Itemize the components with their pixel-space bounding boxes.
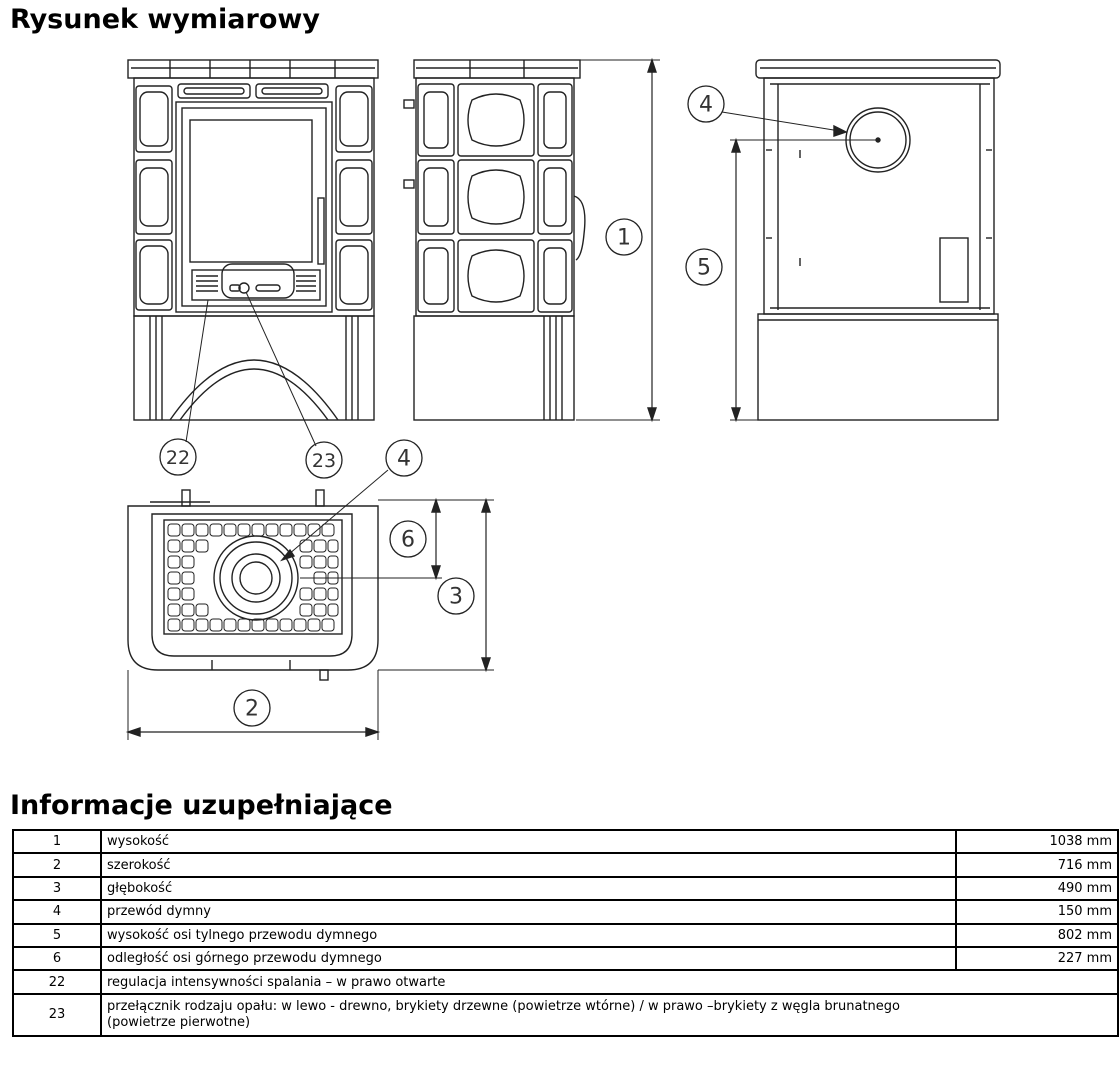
front-view [127, 59, 379, 421]
table-row: 22 regulacja intensywności spalania – w … [12, 969, 1119, 995]
callout-circle-6 [389, 520, 427, 558]
row-number: 23 [12, 992, 102, 1037]
row-description: odległość osi górnego przewodu dymnego [100, 945, 957, 972]
side-view [403, 57, 660, 423]
row-number: 6 [12, 945, 102, 972]
row-value: 150 mm [955, 899, 1119, 925]
drawing-heading: Rysunek wymiarowy [10, 4, 320, 35]
table-row: 6 odległość osi górnego przewodu dymnego… [12, 945, 1119, 972]
row-value: 1038 mm [955, 828, 1119, 855]
row-description: przełącznik rodzaju opału: w lewo - drew… [100, 992, 1119, 1037]
callout-circle-2 [233, 689, 271, 727]
top-view [125, 291, 494, 740]
callout-circle-1 [605, 218, 643, 256]
row-number: 5 [12, 922, 102, 948]
callout-circle-5 [685, 248, 723, 286]
row-number: 4 [12, 899, 102, 925]
row-value: 490 mm [955, 875, 1119, 902]
table-row: 23 przełącznik rodzaju opału: w lewo - d… [12, 992, 1119, 1037]
row-description: wysokość [100, 828, 957, 855]
callout-22: 22 [166, 447, 190, 469]
callouts [159, 85, 725, 727]
callout-23: 23 [312, 450, 336, 472]
row-description: głębokość [100, 875, 957, 902]
row-number: 2 [12, 852, 102, 878]
callout-circle-4-top [385, 439, 423, 477]
table-row: 3 głębokość 490 mm [12, 875, 1119, 902]
row-number: 22 [12, 969, 102, 995]
callout-3: 3 [449, 585, 463, 610]
row-number: 1 [12, 828, 102, 855]
callout-circle-4-back [687, 85, 725, 123]
callout-2: 2 [245, 697, 259, 722]
table-row: 2 szerokość 716 mm [12, 852, 1119, 878]
row-value: 227 mm [955, 945, 1119, 972]
row-description: regulacja intensywności spalania – w pra… [100, 969, 1119, 995]
row-description: wysokość osi tylnego przewodu dymnego [100, 922, 957, 948]
row-number: 3 [12, 875, 102, 902]
row-description: szerokość [100, 852, 957, 878]
row-value: 802 mm [955, 922, 1119, 948]
callout-circle-3 [437, 577, 475, 615]
callout-4-top: 4 [397, 447, 411, 472]
callout-1: 1 [617, 226, 631, 251]
info-heading: Informacje uzupełniające [10, 790, 393, 821]
row-value: 716 mm [955, 852, 1119, 878]
callout-circle-22 [159, 438, 197, 476]
callout-4-back: 4 [699, 93, 713, 118]
spec-table: 1 wysokość 1038 mm 2 szerokość 716 mm 3 … [12, 828, 1119, 1037]
back-view [721, 59, 1001, 423]
callout-5: 5 [697, 256, 711, 281]
dimension-drawing: 1 5 4 22 23 4 6 3 2 [125, 57, 1001, 740]
table-row: 1 wysokość 1038 mm [12, 828, 1119, 855]
table-row: 4 przewód dymny 150 mm [12, 899, 1119, 925]
callout-circle-23 [305, 441, 343, 479]
row-description: przewód dymny [100, 899, 957, 925]
table-row: 5 wysokość osi tylnego przewodu dymnego … [12, 922, 1119, 948]
callout-6: 6 [401, 528, 415, 553]
